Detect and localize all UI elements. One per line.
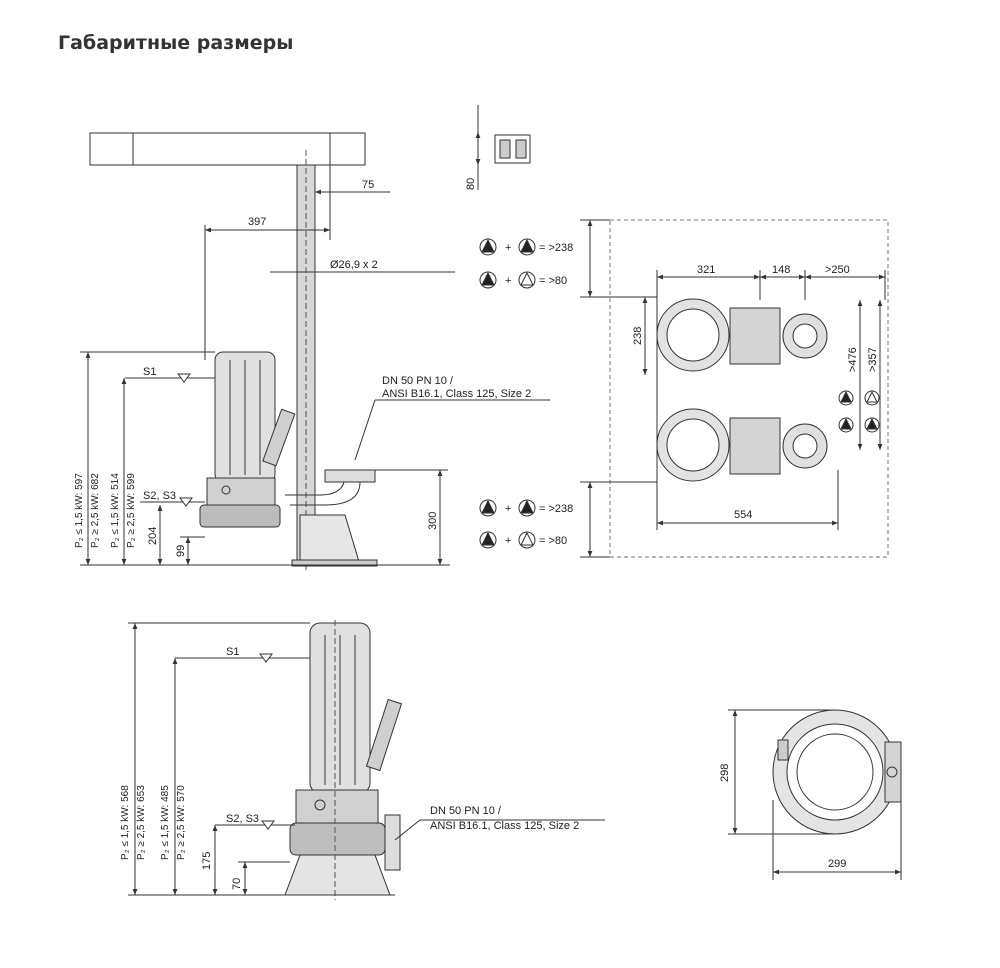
height-front-p1: P₂ ≤ 1,5 kW: 568	[120, 785, 131, 860]
plan-legend-symbols	[479, 238, 880, 549]
plan-view	[580, 219, 889, 558]
dim-148: 148	[772, 264, 790, 276]
svg-text:+: +	[505, 242, 511, 254]
dim-298: 298	[719, 764, 731, 782]
dim-299: 299	[828, 858, 846, 870]
dim-250: >250	[825, 264, 850, 276]
height-front-p4: P₂ ≥ 2,5 kW: 570	[176, 785, 187, 860]
legend-label-1: = >238	[539, 242, 573, 254]
side-view	[80, 105, 550, 570]
dim-357: >357	[867, 347, 879, 372]
legend-label-3: = >238	[539, 503, 573, 515]
front-view	[128, 620, 605, 900]
height-p3: P₂ ≤ 1,5 kW: 514	[110, 473, 121, 548]
dim-238-plan: 238	[632, 327, 644, 345]
level-s2s3: S2, S3	[143, 490, 176, 502]
legend-label-4: = >80	[539, 535, 567, 547]
dim-300: 300	[427, 512, 439, 530]
dim-397: 397	[248, 216, 266, 228]
height-p4: P₂ ≥ 2,5 kW: 599	[126, 473, 137, 548]
svg-text:+: +	[505, 535, 511, 547]
ceiling-frame	[89, 132, 366, 166]
dim-554: 554	[734, 509, 752, 521]
dim-321: 321	[697, 264, 715, 276]
legend-label-2: = >80	[539, 275, 567, 287]
height-front-p3: P₂ ≤ 1,5 kW: 485	[160, 785, 171, 860]
dim-99: 99	[175, 545, 187, 557]
dim-204: 204	[147, 527, 159, 545]
flange-front-line-2: ANSI B16.1, Class 125, Size 2	[430, 820, 579, 832]
dim-80-top: 80	[465, 178, 477, 190]
flange-line-2: ANSI B16.1, Class 125, Size 2	[382, 388, 531, 400]
flange-front-line-1: DN 50 PN 10 /	[430, 805, 502, 817]
level-s1-front: S1	[226, 646, 239, 658]
height-p2: P₂ ≥ 2,5 kW: 682	[90, 473, 101, 548]
dim-476: >476	[847, 347, 859, 372]
svg-text:+: +	[505, 275, 511, 287]
dim-70: 70	[231, 878, 243, 890]
page-title: Габаритные размеры	[58, 32, 294, 54]
top-view	[728, 709, 902, 880]
level-s1: S1	[143, 366, 156, 378]
flange-line-1: DN 50 PN 10 /	[382, 375, 454, 387]
front-view-labels: S1 S2, S3 P₂ ≤ 1,5 kW: 568 P₂ ≥ 2,5 kW: …	[120, 646, 579, 890]
pipe-diameter: Ø26,9 x 2	[330, 259, 378, 271]
plan-view-labels: 321 148 >250 238 554 >476 >357 + + + + =…	[505, 242, 879, 547]
height-p1: P₂ ≤ 1,5 kW: 597	[74, 473, 85, 548]
dim-175: 175	[201, 852, 213, 870]
side-view-labels: 75 397 Ø26,9 x 2 80 S1 S2, S3 P₂ ≤ 1,5 k…	[74, 178, 531, 557]
height-front-p2: P₂ ≥ 2,5 kW: 653	[136, 785, 147, 860]
top-view-labels: 298 299	[719, 764, 846, 870]
svg-text:+: +	[505, 503, 511, 515]
dim-75: 75	[362, 179, 374, 191]
level-s2s3-front: S2, S3	[226, 813, 259, 825]
